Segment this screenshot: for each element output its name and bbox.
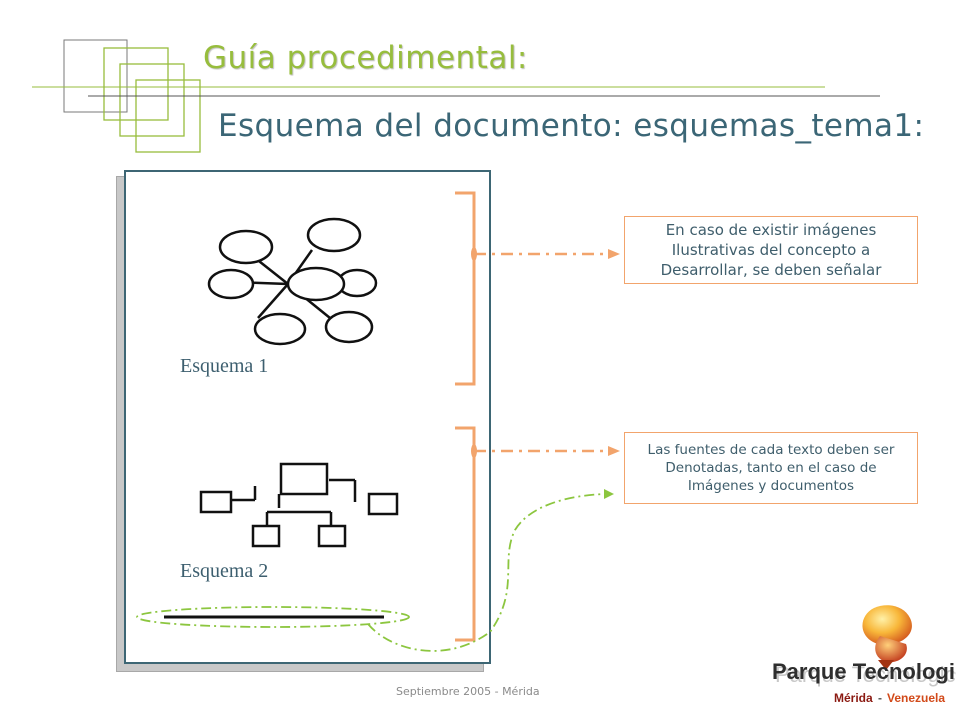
page-title: Guía procedimental: [203, 40, 528, 76]
footer-text: Septiembre 2005 - Mérida [396, 685, 540, 698]
page-subtitle: Esquema del documento: esquemas_tema1: [218, 108, 925, 144]
callout-1-line: Ilustrativas del concepto a [671, 241, 871, 259]
callout-1-line: Desarrollar, se deben señalar [660, 261, 882, 279]
arrow-head-1 [608, 249, 620, 259]
mind-map-diagram [207, 217, 378, 346]
callout-images: En caso de existir imágenes Ilustrativas… [624, 216, 918, 284]
svg-text:Parque Tecnologico: Parque Tecnologico [775, 662, 956, 687]
svg-text:Venezuela: Venezuela [887, 691, 945, 705]
arrow-head-3 [604, 489, 614, 499]
header-decoration [0, 0, 960, 160]
document-page [124, 170, 491, 664]
schema-2-label: Esquema 2 [180, 560, 269, 582]
reference-ellipse [136, 606, 410, 628]
callout-sources: Las fuentes de cada texto deben ser Deno… [624, 432, 918, 504]
schema-1-label: Esquema 1 [180, 355, 269, 377]
callout-1-line: En caso de existir imágenes [665, 221, 877, 239]
org-chart-diagram [199, 462, 399, 548]
svg-text:-: - [878, 691, 882, 705]
bracket-1 [455, 191, 476, 386]
bracket-2 [455, 426, 476, 642]
decorative-squares [32, 39, 880, 153]
parque-tecnologico-logo: Parque Tecnologico Parque Tecnologico Mé… [772, 605, 956, 705]
arrow-head-2 [608, 446, 620, 456]
svg-text:Mérida: Mérida [834, 691, 873, 705]
curved-connector [367, 493, 607, 652]
callout-2-line: Denotadas, tanto en el caso de [665, 460, 877, 476]
callout-2-line: Las fuentes de cada texto deben ser [647, 442, 895, 458]
svg-text:Parque Tecnologico: Parque Tecnologico [772, 659, 956, 684]
callout-2-line: Imágenes y documentos [687, 478, 855, 494]
